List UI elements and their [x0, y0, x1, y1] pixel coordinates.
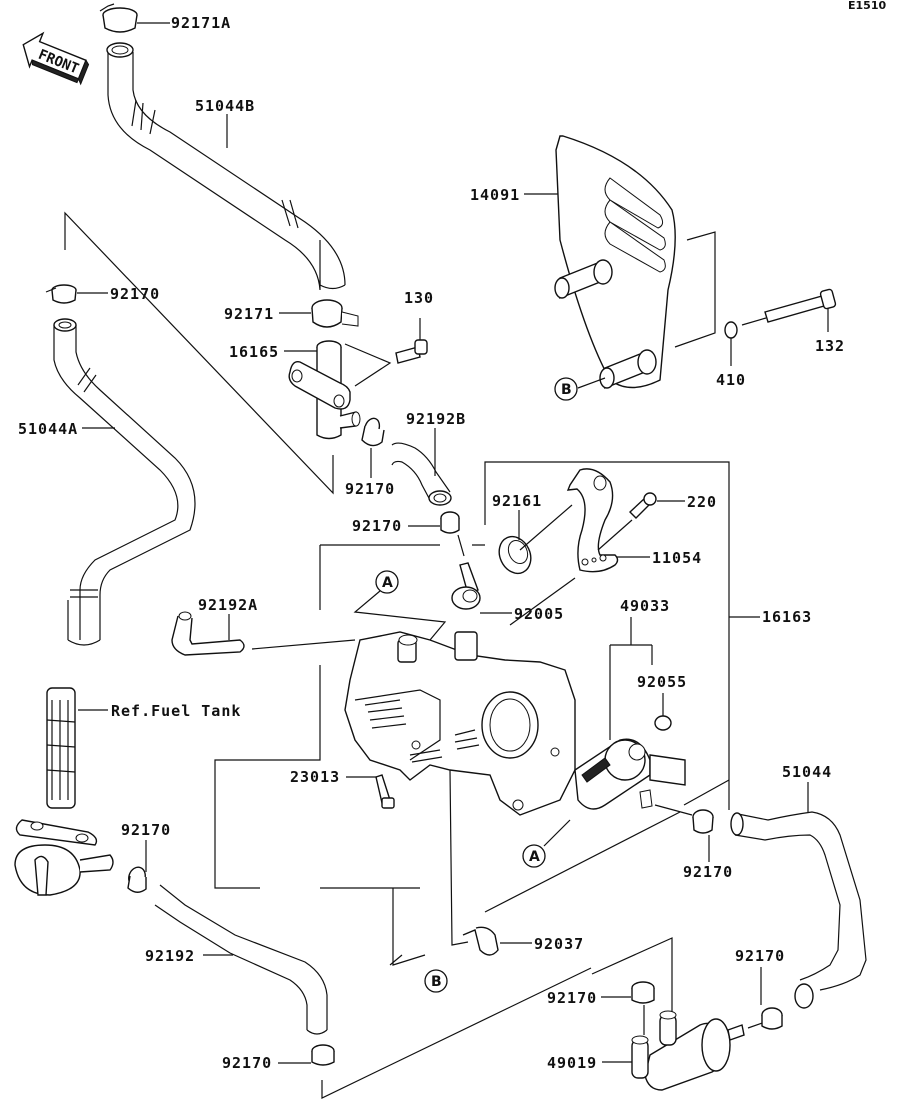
o-ring-92055: [654, 715, 672, 731]
sensor-49033: [574, 738, 686, 810]
part-label-92005[interactable]: 92005: [514, 605, 564, 623]
clamp-92170-left: [127, 866, 147, 893]
marker-a-top: [375, 570, 399, 594]
part-label-51044[interactable]: 51044: [782, 763, 832, 781]
clamp-92170-top-left: [45, 284, 77, 304]
clamp-92170-right: [692, 809, 714, 834]
clamp-92170-mid: [361, 417, 385, 447]
part-label-16163[interactable]: 16163: [762, 608, 812, 626]
marker-b-lower: [424, 969, 448, 993]
part-label-92161[interactable]: 92161: [492, 492, 542, 510]
marker-b-heatshield: [554, 377, 578, 401]
part-label-49019[interactable]: 49019: [547, 1054, 597, 1072]
seal-92161: [498, 535, 532, 575]
part-label-23013[interactable]: 23013: [290, 768, 340, 786]
part-label-132[interactable]: 132: [815, 337, 845, 355]
screw-220: [628, 492, 657, 519]
clamp-92170-bottom: [311, 1044, 335, 1066]
part-label-92170-lower-right[interactable]: 92170: [735, 947, 785, 965]
bolt-132: [764, 288, 837, 323]
fuel-cock: [14, 687, 114, 896]
part-label-92170-filter[interactable]: 92170: [547, 989, 597, 1007]
marker-b-label: B: [431, 974, 442, 990]
marker-a-label: A: [382, 575, 393, 591]
part-label-14091[interactable]: 14091: [470, 186, 520, 204]
ref-fuel-tank-label[interactable]: Ref.Fuel Tank: [111, 702, 241, 720]
part-label-92037[interactable]: 92037: [534, 935, 584, 953]
hose-92192a: [171, 611, 245, 656]
marker-b-label: B: [561, 382, 572, 398]
hose-51044-end: [794, 983, 814, 1009]
fitting-16165: [288, 340, 361, 440]
marker-a-label: A: [529, 849, 540, 865]
clamp-92171: [311, 299, 359, 328]
clamp-92170-lower-right: [761, 1007, 783, 1030]
hose-51044a: [53, 318, 196, 646]
part-label-92170-left[interactable]: 92170: [121, 821, 171, 839]
bolt-130: [395, 339, 428, 364]
clamp-92170-center: [440, 511, 460, 534]
part-label-92170-right[interactable]: 92170: [683, 863, 733, 881]
throttle-body: [344, 631, 576, 816]
heat-shield-14091: [554, 135, 676, 390]
part-label-92170-bottom[interactable]: 92170: [222, 1054, 272, 1072]
part-label-92192[interactable]: 92192: [145, 947, 195, 965]
part-label-130[interactable]: 130: [404, 289, 434, 307]
washer-410: [724, 321, 738, 339]
fuel-filter-49019: [631, 1010, 745, 1091]
hose-92192: [154, 884, 328, 1035]
marker-a-lower: [522, 844, 546, 868]
part-label-92170-center[interactable]: 92170: [352, 517, 402, 535]
part-label-92170-mid[interactable]: 92170: [345, 480, 395, 498]
fitting-92005: [451, 562, 481, 610]
screw-23013: [375, 774, 395, 809]
clamp-92170-filter: [631, 981, 655, 1004]
hose-92192b: [391, 442, 452, 506]
part-label-220[interactable]: 220: [687, 493, 717, 511]
part-label-16165[interactable]: 16165: [229, 343, 279, 361]
part-label-51044b[interactable]: 51044B: [195, 97, 255, 115]
clamp-92171a: [99, 3, 138, 33]
clip-92037: [462, 926, 499, 956]
hose-51044: [730, 811, 867, 991]
part-label-51044a[interactable]: 51044A: [18, 420, 78, 438]
part-label-92171[interactable]: 92171: [224, 305, 274, 323]
part-label-92192a[interactable]: 92192A: [198, 596, 258, 614]
bracket-11054: [566, 468, 619, 573]
part-label-92055[interactable]: 92055: [637, 673, 687, 691]
part-label-92170-top-left[interactable]: 92170: [110, 285, 160, 303]
part-label-11054[interactable]: 11054: [652, 549, 702, 567]
diagram-code: E1510: [848, 0, 886, 12]
part-label-410[interactable]: 410: [716, 371, 746, 389]
part-label-92192b[interactable]: 92192B: [406, 410, 466, 428]
part-label-92171a[interactable]: 92171A: [171, 14, 231, 32]
hose-51044b: [106, 42, 346, 291]
front-arrow-icon: FRONT: [22, 31, 90, 86]
part-label-49033[interactable]: 49033: [620, 597, 670, 615]
